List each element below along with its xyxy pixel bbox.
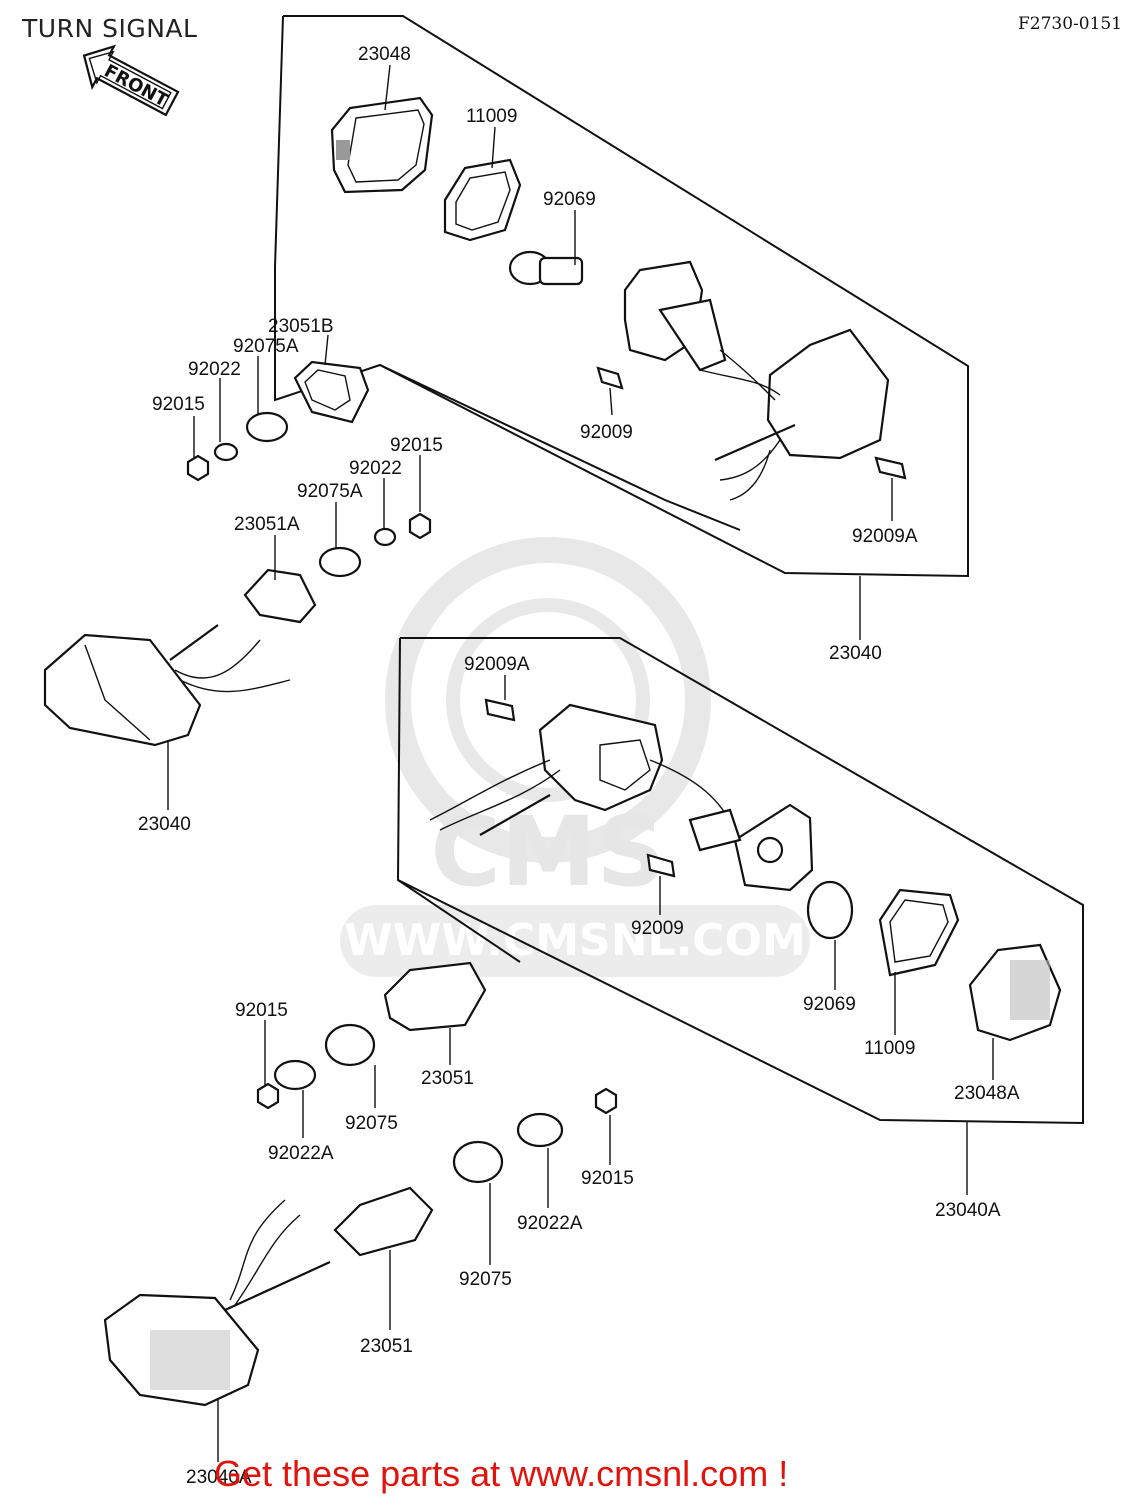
screw-92009-top — [596, 366, 624, 390]
bulb-92069 — [508, 250, 584, 286]
grommet-23051b — [293, 360, 370, 424]
label-92069-bottom: 92069 — [803, 994, 856, 1015]
signal-assembly-23040a-left — [103, 1199, 331, 1407]
label-92015-top: 92015 — [152, 394, 205, 415]
label-23051b: 23051B — [268, 316, 334, 337]
page-title: TURN SIGNAL — [22, 14, 198, 43]
plate-92075a-top — [245, 411, 289, 443]
label-92075a-mid: 92075A — [297, 481, 363, 502]
label-92022-top: 92022 — [188, 359, 241, 380]
label-92015-low2: 92015 — [581, 1168, 634, 1189]
label-23040-left: 23040 — [138, 814, 191, 835]
housing-top — [623, 260, 890, 501]
label-23040-right: 23040 — [829, 643, 882, 664]
screw-92009a-top — [874, 456, 907, 480]
label-92009-top: 92009 — [580, 422, 633, 443]
grommet-23051-mid — [383, 961, 487, 1032]
watermark-brand: CMS — [430, 796, 665, 908]
label-11009-bottom: 11009 — [864, 1038, 915, 1059]
plate-92075-mid — [324, 1023, 376, 1067]
screw-92009a-bottom — [484, 698, 516, 722]
label-92015-mid: 92015 — [390, 435, 443, 456]
grommet-23051a — [243, 568, 317, 624]
label-92075a-top: 92075A — [233, 336, 299, 357]
label-11009-top: 11009 — [466, 106, 517, 127]
signal-assembly-23040-left — [43, 624, 291, 747]
bulb-92069-bottom — [806, 880, 854, 940]
plate-92022a-left — [273, 1059, 317, 1091]
nut-92015-low1 — [256, 1082, 280, 1110]
front-arrow: FRONT — [82, 44, 180, 117]
nut-92015-mid — [408, 512, 432, 540]
lens-23048 — [330, 96, 434, 194]
label-23051a: 23051A — [234, 514, 300, 535]
part-labels: 23048 11009 92069 23051B 92075A 92022 92… — [138, 44, 1020, 1488]
label-92022-mid: 92022 — [349, 458, 402, 479]
housing-bottom — [429, 703, 814, 892]
washer-92022-top — [213, 442, 239, 462]
label-92069-top: 92069 — [543, 189, 596, 210]
plate-92075a-mid — [318, 546, 362, 578]
leader-lines — [167, 64, 994, 1462]
nut-92015-low2 — [594, 1087, 618, 1115]
label-23040a-left: 23040A — [186, 1467, 252, 1488]
label-23048: 23048 — [358, 44, 411, 65]
plate-92022a-right — [516, 1112, 564, 1148]
assembly-outline-23040a-link — [397, 879, 521, 963]
label-23051-mid: 23051 — [421, 1068, 474, 1089]
assembly-outline-23040 — [274, 15, 969, 578]
label-92009-bottom: 92009 — [631, 918, 684, 939]
washer-92022-mid — [373, 527, 397, 547]
label-92009a-bottom: 92009A — [464, 654, 530, 675]
label-92075-bottom: 92075 — [459, 1269, 512, 1290]
watermark-url: WWW.CMSNL.COM — [344, 915, 806, 966]
label-92022a-right: 92022A — [517, 1213, 583, 1234]
gasket-11009 — [443, 158, 522, 242]
label-92015-low1: 92015 — [235, 1000, 288, 1021]
nut-92015-top — [186, 454, 210, 482]
lens-23048a — [968, 943, 1062, 1042]
assembly-outline-23040-inner — [379, 364, 741, 531]
grommet-23051-bottom — [333, 1186, 434, 1257]
label-23048a: 23048A — [954, 1083, 1020, 1104]
label-23051-bottom: 23051 — [360, 1336, 413, 1357]
label-23040a-right: 23040A — [935, 1200, 1001, 1221]
screw-92009-bottom — [646, 853, 676, 878]
label-92022a-left: 92022A — [268, 1143, 334, 1164]
label-92009a-top: 92009A — [852, 526, 918, 547]
footer-link[interactable]: Get these parts at www.cmsnl.com ! — [214, 1453, 789, 1494]
watermark: CMS WWW.CMSNL.COM — [340, 537, 810, 977]
gasket-11009-bottom — [878, 888, 960, 977]
plate-92075-bottom — [452, 1140, 504, 1184]
label-92075-mid: 92075 — [345, 1113, 398, 1134]
figure-code: F2730-0151 — [1018, 14, 1123, 34]
